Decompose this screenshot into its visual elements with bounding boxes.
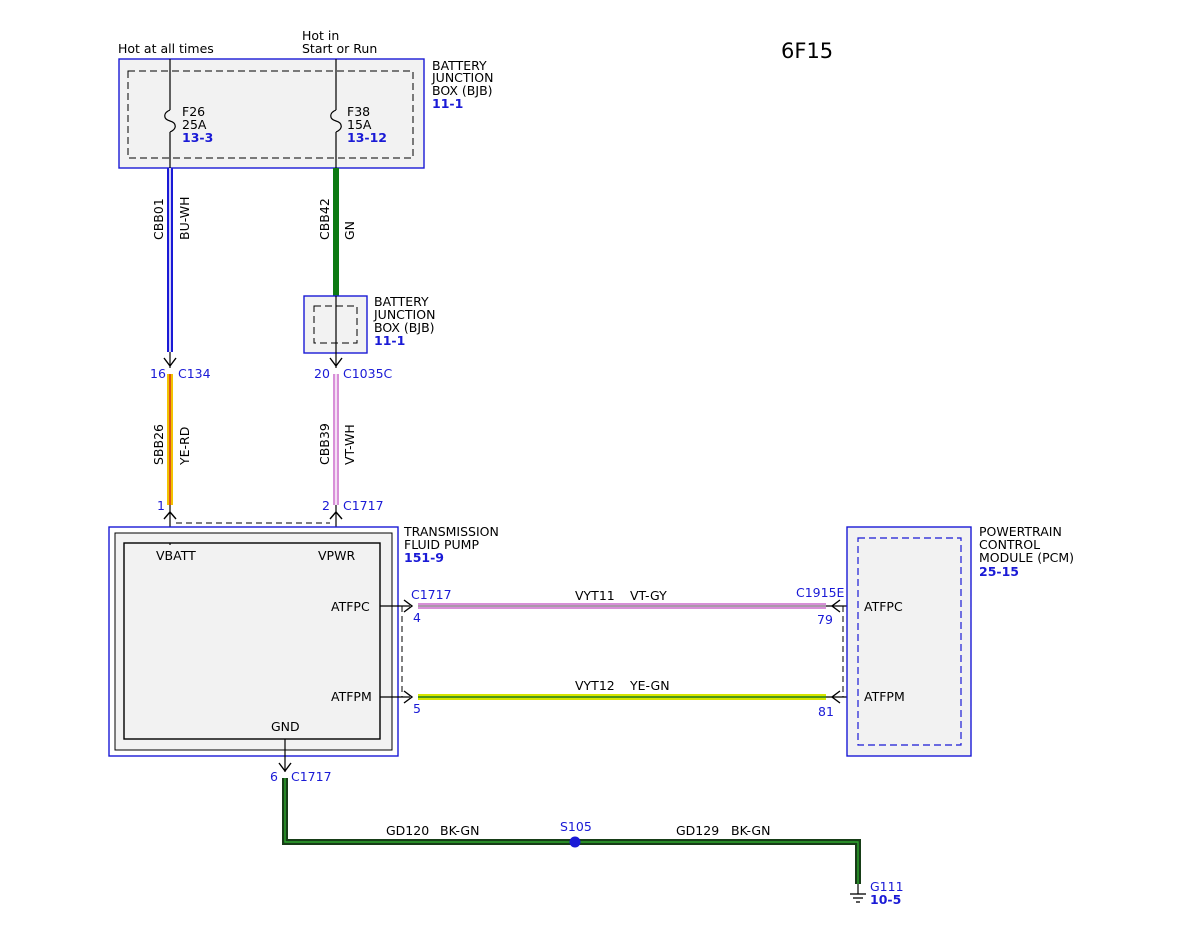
page-code: 6F15 <box>781 39 833 63</box>
fuse-f38-icon <box>330 109 342 133</box>
connector-c134-name: C134 <box>178 366 211 381</box>
connector-c1717-name-top: C1717 <box>343 498 384 513</box>
connector-c134-pin: 16 <box>150 366 166 381</box>
pump-body <box>123 542 381 740</box>
fuse-f26-ref-link[interactable]: 13-3 <box>182 130 213 145</box>
wire-cbb01-color: BU-WH <box>177 197 192 241</box>
pin-atfpc-arrow-icon <box>403 599 414 613</box>
connector-c1717-pin4: 4 <box>413 610 421 625</box>
wire-cbb39-color: VT-WH <box>342 424 357 465</box>
wire-cbb42-circuit: CBB42 <box>317 198 332 240</box>
pcm-pin-atfpc: ATFPC <box>864 599 903 614</box>
feed-label-right-line1: Hot in <box>302 28 339 43</box>
bjb-top: F26 25A 13-3 F38 15A 13-12 <box>118 58 425 169</box>
bjb-mid-ref-link[interactable]: 11-1 <box>374 333 405 348</box>
ground-g111-name: G111 <box>870 879 904 894</box>
wire-gd129-color: BK-GN <box>731 823 770 838</box>
connector-c1035c-name: C1035C <box>343 366 393 381</box>
pcm-ref-link[interactable]: 25-15 <box>979 564 1019 579</box>
bjb-top-ref-link[interactable]: 11-1 <box>432 96 463 111</box>
bjb-mid-label-line1: BATTERY <box>374 294 429 309</box>
pump-label-line2: FLUID PUMP <box>404 537 479 552</box>
connector-c1035c-arrow-icon <box>329 357 343 368</box>
pcm-label-line2: CONTROL <box>979 537 1040 552</box>
pcm-outline <box>846 526 972 757</box>
connector-c1717-name-bottom: C1717 <box>291 769 332 784</box>
bjb-mid-label-line3: BOX (BJB) <box>374 320 435 335</box>
pump-label-line1: TRANSMISSION <box>403 524 499 539</box>
connector-c134-arrow-icon <box>163 357 177 368</box>
wire-sbb26-color: YE-RD <box>177 427 192 466</box>
splice-s105-name: S105 <box>560 819 592 834</box>
fuse-f26-rating: 25A <box>182 117 207 132</box>
wire-gd120 <box>282 778 575 845</box>
splice-s105-icon <box>569 836 581 848</box>
bjb-top-label-line2: JUNCTION <box>431 70 493 85</box>
pcm-label-line1: POWERTRAIN <box>979 524 1062 539</box>
pin-atfpm-arrow-icon <box>403 690 414 704</box>
pump-pin-atfpm: ATFPM <box>331 689 372 704</box>
fuse-f38-name: F38 <box>347 104 370 119</box>
transmission-fluid-pump <box>108 526 410 772</box>
wire-vyt12-color: YE-GN <box>629 678 670 693</box>
powertrain-control-module <box>846 526 972 757</box>
wire-gd120-color: BK-GN <box>440 823 479 838</box>
wire-cbb42-color: GN <box>342 221 357 240</box>
wire-gd129 <box>575 839 861 884</box>
pump-pin-vbatt: VBATT <box>156 548 196 563</box>
connector-c1717-pin6: 6 <box>270 769 278 784</box>
ground-g111-icon <box>850 884 866 903</box>
connector-c1717-pin5: 5 <box>413 701 421 716</box>
wire-cbb39-circuit: CBB39 <box>317 423 332 465</box>
wire-gd129-circuit: GD129 <box>676 823 719 838</box>
connector-c1035c-pin: 20 <box>314 366 330 381</box>
pin-vpwr-arrow-icon <box>329 510 343 520</box>
pcm-label-line3: MODULE (PCM) <box>979 550 1074 565</box>
connector-c1717-pin2: 2 <box>322 498 330 513</box>
connector-c1915e-pin79: 79 <box>817 612 833 627</box>
wire-vyt11-circuit: VYT11 <box>575 588 615 603</box>
bjb-mid <box>303 295 368 368</box>
fuse-f38-ref-link[interactable]: 13-12 <box>347 130 387 145</box>
connector-c1717-name-right: C1717 <box>411 587 452 602</box>
feed-label-left: Hot at all times <box>118 41 214 56</box>
connector-c1915e-name: C1915E <box>796 585 845 600</box>
pin-gnd-arrow-icon <box>278 762 292 773</box>
wire-gd120-circuit: GD120 <box>386 823 429 838</box>
pump-pin-vpwr: VPWR <box>318 548 355 563</box>
bjb-top-label-line1: BATTERY <box>432 58 487 73</box>
bjb-top-label-line3: BOX (BJB) <box>432 83 493 98</box>
pump-pin-gnd: GND <box>271 719 300 734</box>
fuse-f26-icon <box>164 109 176 133</box>
feed-label-right-line2: Start or Run <box>302 41 377 56</box>
pump-pin-atfpc: ATFPC <box>331 599 370 614</box>
pin-vbatt-arrow-icon <box>163 510 177 520</box>
fuse-f38-rating: 15A <box>347 117 372 132</box>
connector-c1915e-pin81: 81 <box>818 704 834 719</box>
wire-vyt12-circuit: VYT12 <box>575 678 615 693</box>
bjb-mid-label-line2: JUNCTION <box>373 307 435 322</box>
wire-sbb26-circuit: SBB26 <box>151 424 166 465</box>
wire-vyt11-color: VT-GY <box>630 588 667 603</box>
pcm-pin-atfpm: ATFPM <box>864 689 905 704</box>
pump-ref-link[interactable]: 151-9 <box>404 550 444 565</box>
connector-c1717-pin1: 1 <box>157 498 165 513</box>
fuse-f26-name: F26 <box>182 104 205 119</box>
wire-cbb01-circuit: CBB01 <box>151 198 166 240</box>
ground-g111-ref-link[interactable]: 10-5 <box>870 892 901 907</box>
